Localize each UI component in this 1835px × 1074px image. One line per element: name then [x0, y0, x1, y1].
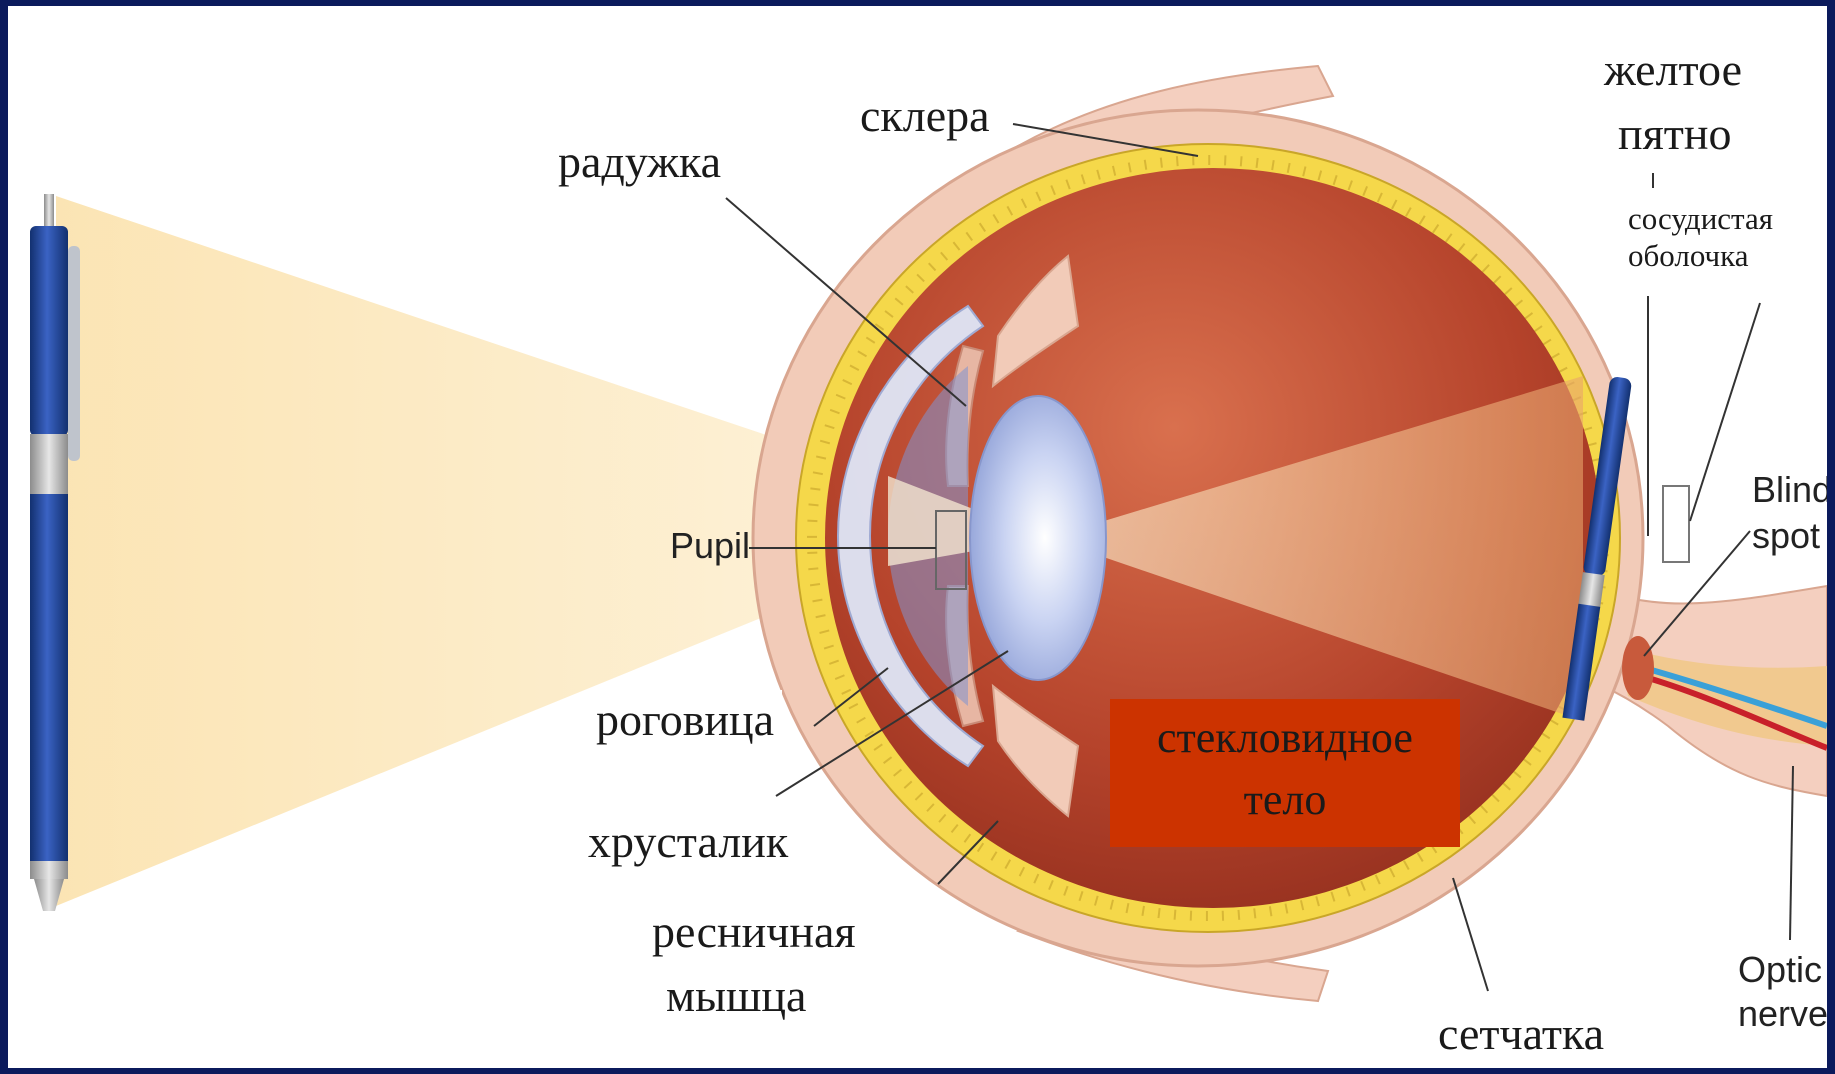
- label-macula-line2: пятно: [1618, 106, 1732, 161]
- label-optic-line1: Optic: [1738, 948, 1822, 991]
- label-choroid-line2: оболочка: [1628, 237, 1818, 274]
- label-optic-line2: nerve: [1738, 992, 1827, 1035]
- label-ciliary-line2: мышца: [666, 968, 806, 1023]
- label-pupil: Pupil: [670, 524, 750, 567]
- label-vitreous-box: стекловидное тело: [1110, 699, 1460, 847]
- lens-shape: [970, 396, 1106, 680]
- label-blind-spot-line2: spot: [1752, 514, 1820, 557]
- label-retina: сетчатка: [1438, 1006, 1604, 1061]
- eye-diagram: [8, 6, 1827, 1068]
- label-choroid-box: сосудистая оболочка: [1620, 198, 1826, 276]
- label-iris: радужка: [558, 134, 721, 189]
- label-ciliary-line1: ресничная: [652, 904, 856, 959]
- label-cornea: роговица: [588, 690, 782, 749]
- macula-bracket: [1663, 486, 1689, 562]
- label-blind-spot-line1: Blind: [1752, 468, 1827, 511]
- label-vitreous-line1: стекловидное: [1110, 707, 1460, 769]
- label-lens: хрусталик: [588, 814, 788, 869]
- label-macula-line1: желтое: [1604, 42, 1742, 97]
- optic-disc: [1622, 636, 1654, 700]
- label-vitreous-line2: тело: [1110, 769, 1460, 831]
- diagram-canvas: склера радужка желтое пятно сосудистая о…: [8, 6, 1827, 1068]
- label-choroid-line1: сосудистая: [1628, 200, 1818, 237]
- label-sclera: склера: [860, 88, 990, 143]
